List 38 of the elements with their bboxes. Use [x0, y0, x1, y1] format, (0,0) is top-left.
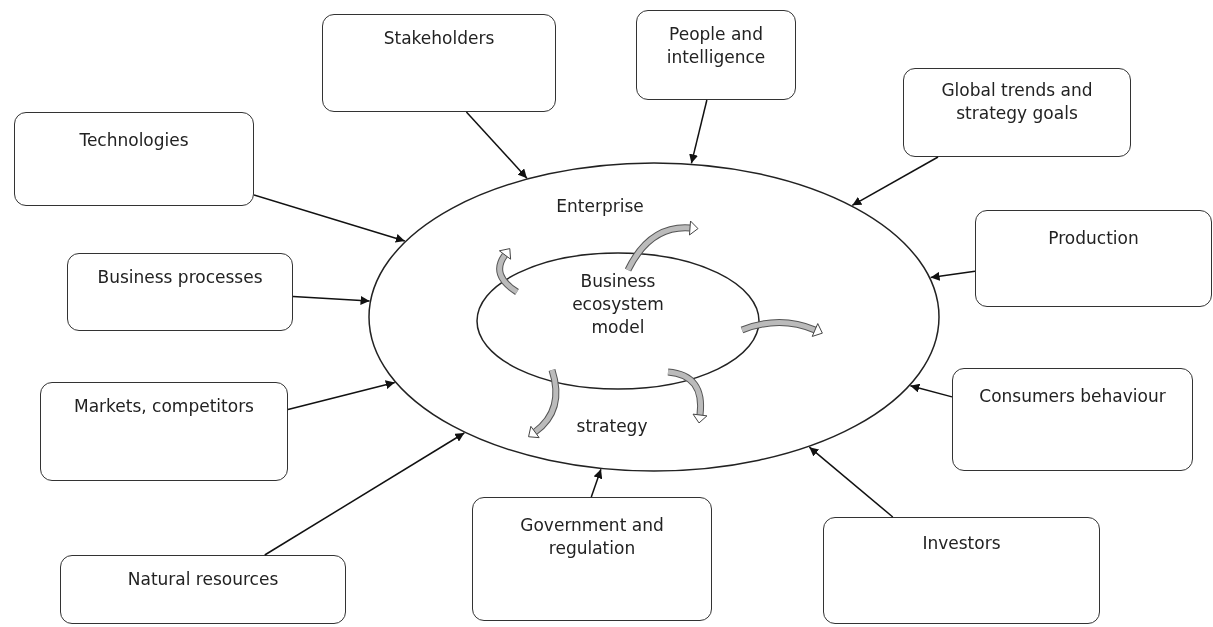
arrow	[465, 111, 528, 179]
rounded-box	[636, 10, 796, 100]
box-label: People and intelligence	[665, 23, 767, 69]
ellipse	[368, 162, 940, 472]
rounded-box	[322, 14, 556, 112]
arrow	[851, 156, 939, 207]
arrow	[929, 270, 976, 281]
box-label: Business processes	[97, 266, 263, 289]
arrow	[264, 432, 466, 556]
rounded-box	[60, 555, 346, 624]
ellipse-label: Business ecosystem model	[571, 270, 665, 339]
arrow	[808, 446, 894, 518]
box-label: Markets, competitors	[74, 395, 254, 418]
box-label: Production	[1048, 227, 1139, 250]
box-label: Government and regulation	[519, 514, 665, 560]
box-label: Global trends and strategy goals	[940, 79, 1094, 125]
arrow	[689, 99, 708, 165]
arrow	[253, 194, 406, 243]
box-label: Natural resources	[127, 568, 279, 591]
ellipse-label: strategy	[576, 415, 648, 438]
rounded-box	[67, 253, 293, 331]
ellipse-label: Enterprise	[556, 195, 644, 218]
arrow	[909, 383, 953, 398]
box-label: Stakeholders	[383, 27, 495, 50]
rounded-box	[903, 68, 1131, 157]
arrow	[292, 295, 371, 305]
ellipse	[476, 252, 760, 390]
box-label: Consumers behaviour	[979, 385, 1166, 408]
rounded-box	[40, 382, 288, 481]
rounded-box	[823, 517, 1100, 624]
arrow	[590, 468, 603, 498]
rounded-box	[952, 368, 1193, 471]
box-label: Investors	[922, 532, 1001, 555]
arrow	[287, 380, 396, 411]
box-label: Technologies	[79, 129, 189, 152]
rounded-box	[975, 210, 1212, 307]
rounded-box	[14, 112, 254, 206]
rounded-box	[472, 497, 712, 621]
